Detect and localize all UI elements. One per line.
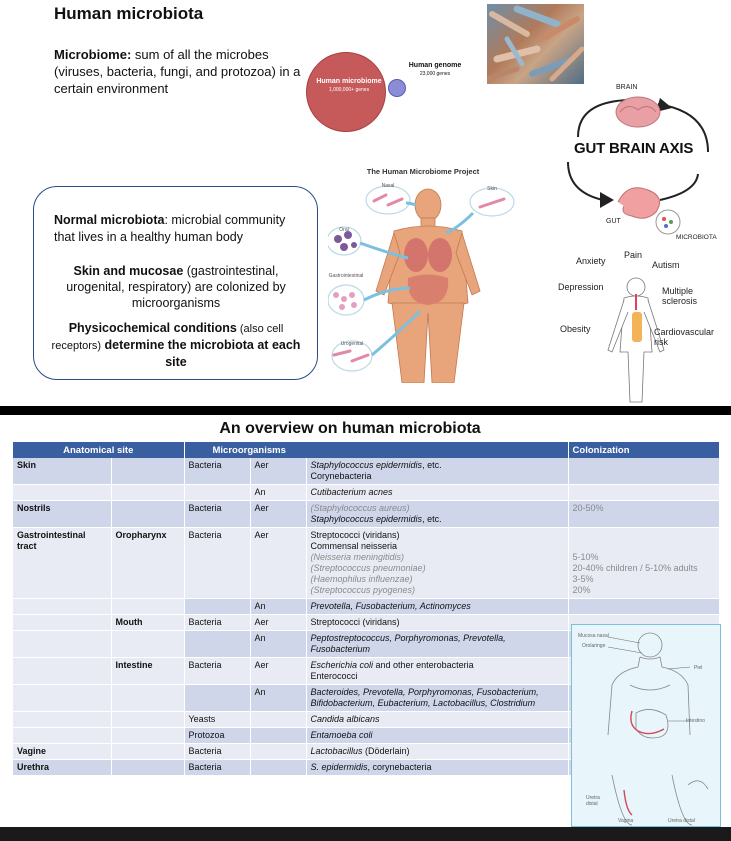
table-row: Gastrointestinal tract Oropharynx Bacter… (13, 527, 720, 599)
microbes-photo (487, 4, 584, 84)
human-microbiome-bubble (306, 52, 386, 132)
label-urogenital: Urogenital (341, 341, 364, 347)
illus-vagina: Vagina (618, 818, 634, 824)
table-row: An Cutibacterium acnes (13, 484, 720, 501)
illus-mucosa-nasal: Mucosa nasal (578, 633, 609, 639)
slide-human-microbiota: Human microbiota Microbiome: sum of all … (0, 0, 731, 406)
overview-title: An overview on human microbiota (219, 420, 481, 437)
label-obesity: Obesity (560, 324, 591, 334)
human-microbiome-project-figure: The Human Microbiome Project (328, 163, 518, 383)
body-sites-illustration: Mucosa nasal Orolaringe Piel Intestino U… (571, 624, 721, 827)
label-autism: Autism (652, 260, 680, 270)
table-row: Nostrils Bacteria Aer (Staphylococcus au… (13, 500, 720, 528)
normal-microbiota-definition: Normal microbiota: microbial community t… (54, 213, 286, 244)
header-colonization: Colonization (568, 442, 720, 458)
microbiome-text: sum of all the microbes (viruses, bacter… (54, 47, 301, 96)
label-multiple-sclerosis: Multiple sclerosis (662, 286, 698, 306)
illus-intestino: Intestino (686, 718, 705, 724)
label-brain: BRAIN (616, 84, 638, 91)
microbiome-definition: Microbiome: sum of all the microbes (vir… (54, 46, 304, 97)
physicochemical-text: Physicochemical conditions (also cell re… (51, 321, 301, 369)
human-genome-bubble (388, 79, 406, 97)
header-anatomical-site: Anatomical site (13, 442, 185, 458)
label-depression: Depression (558, 282, 604, 292)
table-header-row: Anatomical site Microorganisms Colonizat… (13, 442, 720, 458)
label-gut: GUT (606, 218, 621, 225)
illus-orolaringe: Orolaringe (582, 643, 606, 649)
microbiota-table: Anatomical site Microorganisms Colonizat… (13, 442, 720, 776)
gut-brain-axis-title: GUT BRAIN AXIS (574, 140, 694, 157)
slide-microbiota-overview: An overview on human microbiota Anatomic… (0, 415, 731, 827)
label-gastrointestinal: Gastrointestinal (329, 273, 364, 279)
label-oral: Oral (339, 227, 348, 233)
human-microbiome-label: Human microbiome 1,000,000+ genes (316, 78, 382, 93)
label-skin: Skin (487, 186, 497, 192)
illus-uretra-distal: Uretra distal (586, 795, 600, 807)
slide-title: Human microbiota (54, 4, 204, 23)
illus-piel: Piel (694, 665, 703, 671)
label-nasal: Nasal (382, 183, 395, 189)
header-microorganisms: Microorganisms (184, 442, 569, 458)
table-row: Skin Bacteria Aer Staphylococcus epiderm… (13, 458, 720, 485)
table-row: An Prevotella, Fusobacterium, Actinomyce… (13, 598, 720, 615)
gut-brain-axis-figure: BRAIN GUT BRAIN AXIS GUT MICROBIOTA Anxi… (548, 82, 731, 406)
skin-mucosae-text: Skin and mucosae (gastrointestinal, urog… (66, 264, 286, 310)
window-bottom-bar (0, 827, 731, 841)
illus-uretra-distal-2: Uretra distal (668, 818, 695, 824)
normal-microbiota-box: Normal microbiota: microbial community t… (33, 186, 318, 380)
label-cardiovascular-risk: Cardiovascular risk (654, 327, 715, 347)
label-anxiety: Anxiety (576, 256, 606, 266)
human-genome-label: Human genome 23,000 genes (408, 62, 462, 77)
microbiome-term: Microbiome: (54, 47, 132, 62)
label-microbiota: MICROBIOTA (676, 234, 717, 241)
label-pain: Pain (624, 250, 643, 260)
